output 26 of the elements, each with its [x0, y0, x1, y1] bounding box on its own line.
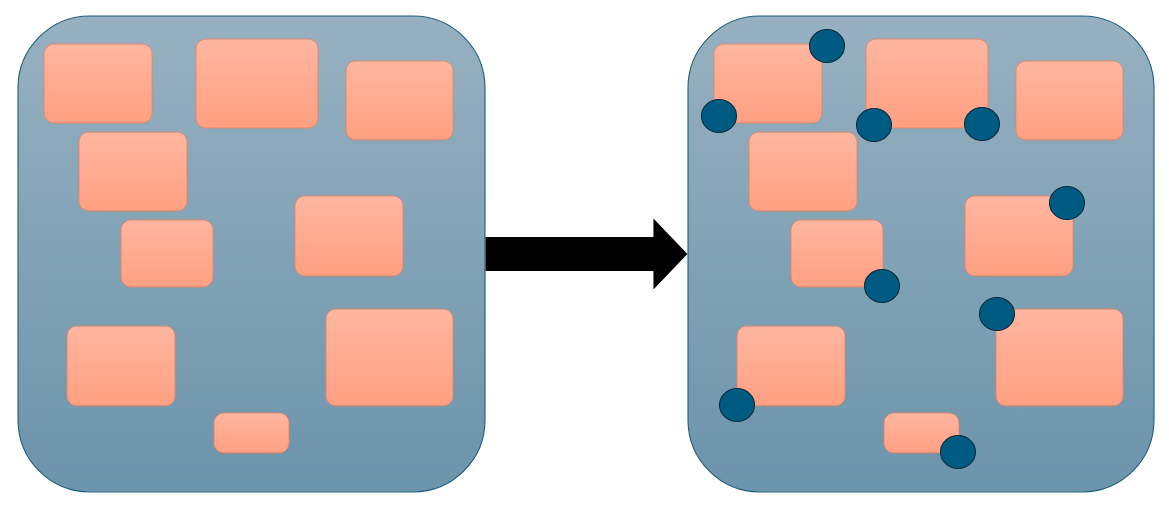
rounded-box: [43, 43, 153, 124]
dot: [718, 387, 756, 423]
rounded-box: [964, 195, 1074, 277]
dot: [700, 98, 738, 134]
dot: [808, 28, 846, 64]
dot: [1048, 185, 1086, 221]
rounded-box: [748, 131, 858, 212]
rounded-box: [865, 38, 989, 129]
rounded-box: [790, 219, 884, 288]
rounded-box: [736, 325, 846, 407]
rounded-box: [325, 308, 454, 407]
rounded-box: [1015, 60, 1124, 141]
rounded-box: [345, 60, 454, 141]
rounded-box: [294, 195, 404, 277]
rounded-box: [66, 325, 176, 407]
rounded-box: [195, 38, 319, 129]
rounded-box: [713, 43, 823, 124]
rounded-box: [213, 412, 290, 454]
dot: [939, 434, 977, 470]
rounded-box: [995, 308, 1124, 407]
dot: [863, 268, 901, 304]
dot: [963, 106, 1001, 142]
rounded-box: [78, 131, 188, 212]
rounded-box: [120, 219, 214, 288]
dot: [978, 296, 1016, 332]
dot: [855, 107, 893, 143]
